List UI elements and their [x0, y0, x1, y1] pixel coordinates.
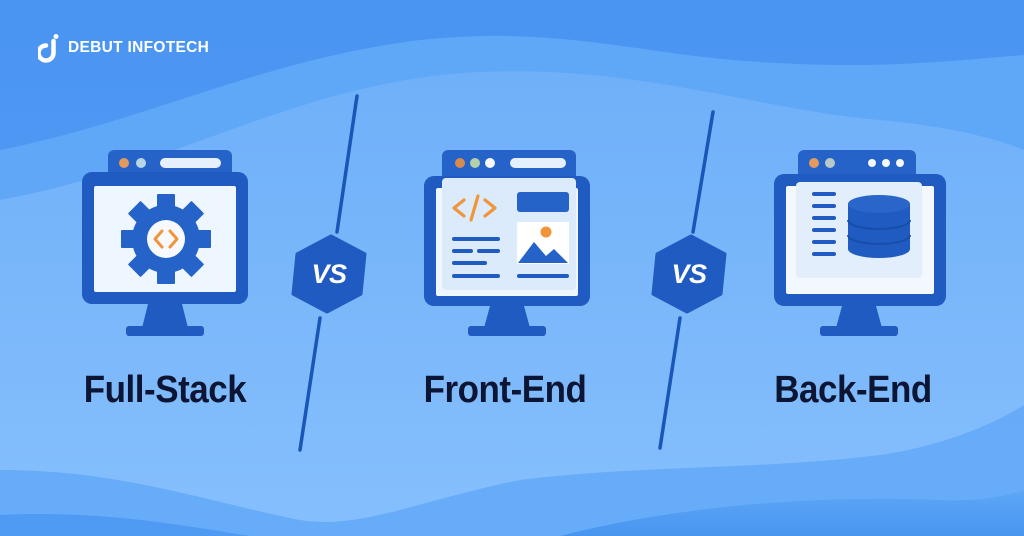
- database-icon: [774, 150, 946, 336]
- vs-text: VS: [671, 258, 707, 289]
- vs-text: VS: [311, 258, 347, 289]
- vs-badge-2: VS: [651, 234, 727, 314]
- debut-infotech-logo-icon: [38, 34, 59, 63]
- back-end-label: Back-End: [774, 369, 932, 411]
- full-stack-monitor: [80, 150, 250, 340]
- back-end-monitor: [772, 150, 948, 340]
- front-end-monitor: [422, 150, 592, 340]
- vs-badge-1: VS: [291, 234, 367, 314]
- hexagon-icon: [651, 234, 727, 314]
- front-end-label: Front-End: [423, 369, 587, 411]
- brand-header: DEBUT INFOTECH: [38, 33, 209, 63]
- web-layout-icon: [424, 150, 590, 336]
- brand-name: DEBUT INFOTECH: [68, 39, 210, 56]
- full-stack-label: Full-Stack: [83, 369, 247, 411]
- gear-code-icon: [82, 150, 248, 336]
- hexagon-icon: [291, 234, 367, 314]
